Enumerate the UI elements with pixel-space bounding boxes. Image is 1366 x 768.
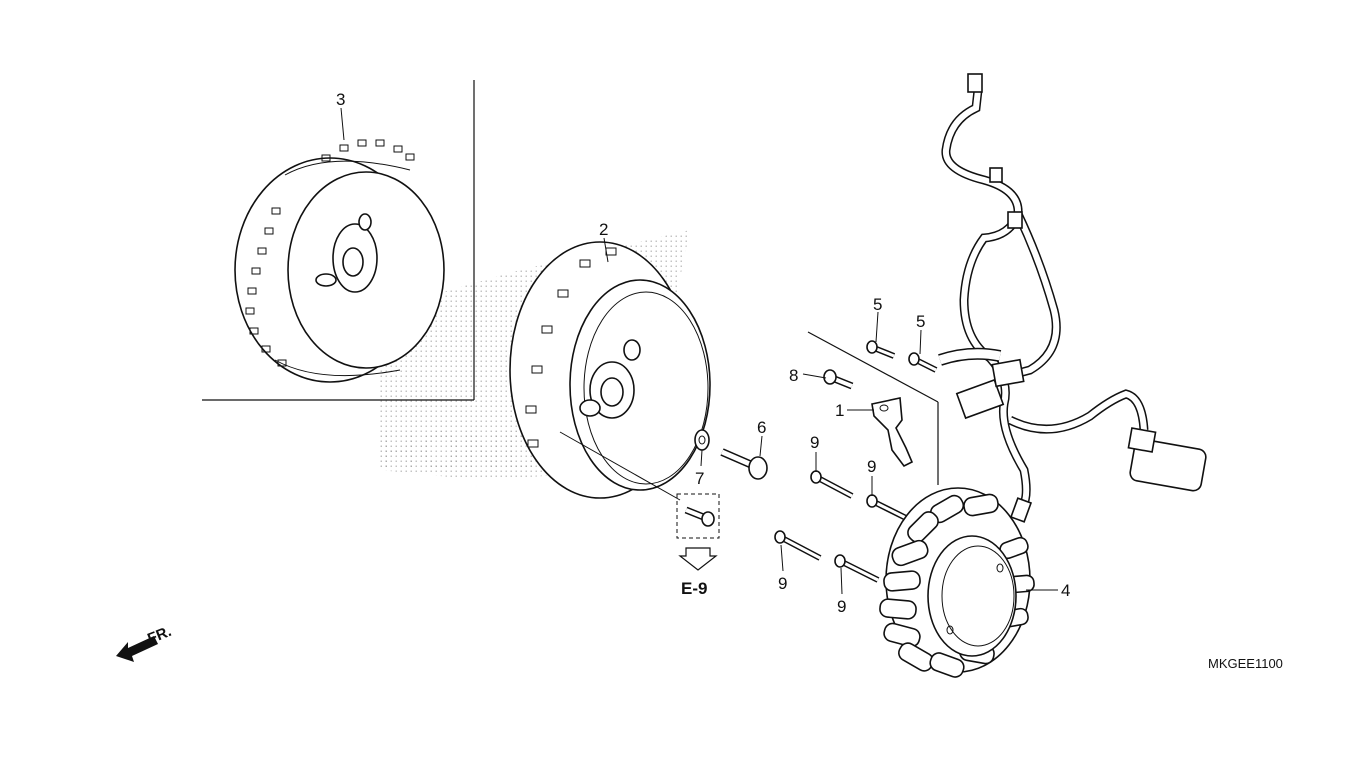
bolt-part-9-a — [810, 470, 854, 499]
callout-5-b: 5 — [916, 312, 925, 331]
callout-3: 3 — [336, 90, 345, 109]
bolt-part-9-d — [834, 554, 880, 583]
bolt-part-5-a — [866, 340, 896, 359]
reference-arrow-icon — [678, 547, 718, 571]
callout-7: 7 — [695, 469, 704, 488]
callout-9-c: 9 — [778, 574, 787, 593]
separator-lines — [202, 80, 939, 485]
bolt-part-6 — [720, 448, 768, 480]
callout-9-b: 9 — [867, 457, 876, 476]
figure-code: MKGEE1100 — [1208, 656, 1283, 671]
reference-label: E-9 — [681, 579, 707, 598]
clamp-part-1 — [871, 397, 914, 468]
washer-part-7 — [694, 429, 710, 451]
reluctor-teeth — [245, 139, 415, 367]
callout-9-a: 9 — [810, 433, 819, 452]
bolt-part-9-c — [774, 530, 822, 561]
callout-1: 1 — [835, 401, 844, 420]
bolt-part-8 — [823, 369, 854, 390]
bolt-part-9-b — [866, 494, 912, 523]
reference-bolt-box — [676, 493, 720, 539]
front-direction-marker: FR. — [116, 623, 174, 662]
callout-6: 6 — [757, 418, 766, 437]
leader-lines — [340, 107, 1058, 595]
wire-harness — [938, 73, 1207, 523]
front-label: FR. — [145, 623, 174, 648]
callout-8: 8 — [789, 366, 798, 385]
callout-9-d: 9 — [837, 597, 846, 616]
callout-5-a: 5 — [873, 295, 882, 314]
bolt-part-5-b — [908, 352, 938, 373]
callouts: 3 2 5 5 8 1 6 7 9 9 9 9 4 — [336, 90, 1070, 616]
flywheel-part-2 — [509, 241, 711, 501]
stator-part-4 — [879, 487, 1035, 678]
flywheel-part-3 — [234, 139, 445, 383]
callout-4: 4 — [1061, 581, 1070, 600]
callout-2: 2 — [599, 220, 608, 239]
